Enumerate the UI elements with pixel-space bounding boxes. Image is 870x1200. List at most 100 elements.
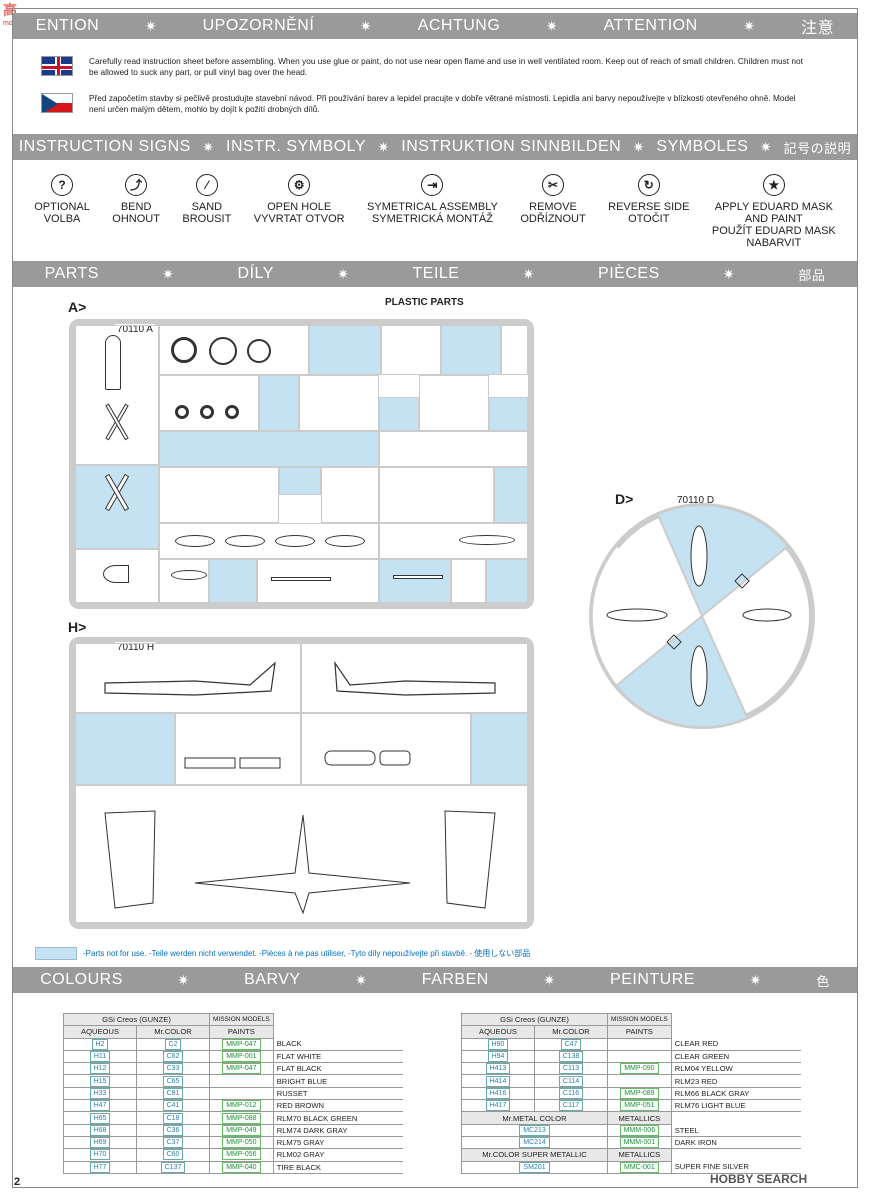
colour-code: C117	[558, 1100, 584, 1112]
signs-band: INSTRUCTION SIGNS✷ INSTR. SYMBOLY✷ INSTR…	[13, 134, 857, 160]
band-title: PIÈCES	[598, 265, 660, 282]
colour-code: MMP-089	[620, 1087, 659, 1099]
band-title: ENTION	[35, 17, 100, 34]
sprue-h-code: 70110 H	[115, 642, 157, 653]
part-shape	[175, 535, 215, 547]
colour-code: MMP-040	[222, 1161, 261, 1173]
colour-code-cell: MC214	[461, 1135, 608, 1150]
band-title: 記号の説明	[783, 140, 852, 156]
sprue-a-code: 70110 A	[115, 324, 155, 335]
colours-band: COLOURS✷ BARVY✷ FARBEN✷ PEINTURE✷ 色	[13, 967, 857, 993]
colour-code-cell: MMP-040	[209, 1160, 274, 1174]
part-shape	[459, 535, 515, 545]
sprue-a-label: A>	[68, 299, 87, 315]
colour-code: MMP-090	[620, 1063, 659, 1075]
sprue-d-code: 70110 D	[677, 495, 715, 506]
colour-name: DARK IRON	[671, 1136, 802, 1150]
attention-band: ENTION✷ UPOZORNĚNÍ✷ ACHTUNG✷ ATTENTION✷ …	[13, 13, 857, 39]
colour-code: H65	[89, 1112, 111, 1124]
part-shape	[175, 405, 189, 419]
colour-code-cell: MMM-006	[607, 1123, 672, 1137]
reverse-icon: ↻	[637, 174, 660, 196]
colour-code-cell: MMP-089	[607, 1086, 672, 1101]
part-shape	[171, 337, 197, 363]
colour-name: SUPER FINE SILVER	[671, 1161, 802, 1174]
colour-code: C138	[558, 1051, 584, 1063]
sprue-h-label: H>	[68, 619, 87, 635]
colour-code-cell: H69	[63, 1135, 137, 1150]
colour-code-cell: MMP-047	[209, 1037, 274, 1051]
colour-code-cell: MMP-056	[209, 1148, 274, 1162]
colour-code: C47	[560, 1038, 582, 1050]
colour-code-cell: H90	[461, 1037, 535, 1051]
colour-code: H416	[485, 1087, 511, 1099]
colour-code-cell: C137	[136, 1160, 210, 1174]
colour-code-cell: C36	[136, 1123, 210, 1137]
colour-code-cell	[607, 1049, 672, 1064]
colour-code: H2	[91, 1038, 109, 1050]
colour-name: FLAT WHITE	[273, 1050, 404, 1064]
colour-code: MMP-049	[222, 1124, 261, 1136]
colour-code: H11	[89, 1051, 111, 1063]
instruction-page: ENTION✷ UPOZORNĚNÍ✷ ACHTUNG✷ ATTENTION✷ …	[12, 8, 858, 1188]
not-for-use-swatch	[35, 947, 77, 960]
colour-name: TIRE BLACK	[273, 1161, 404, 1174]
colour-code: H417	[485, 1100, 511, 1112]
colour-name: CLEAR GREEN	[671, 1050, 802, 1064]
colour-code: C41	[162, 1100, 184, 1112]
colour-code-cell: H417	[461, 1099, 535, 1113]
colour-code: C37	[162, 1137, 184, 1149]
colour-name: BLACK	[273, 1038, 404, 1051]
colour-code-cell: C18	[136, 1111, 210, 1125]
colour-code: MC213	[519, 1124, 550, 1136]
colour-code-cell: C37	[136, 1135, 210, 1150]
colour-code: C81	[162, 1087, 184, 1099]
colour-code-cell: C114	[534, 1074, 608, 1088]
part-shape	[275, 535, 315, 547]
band-title: BARVY	[244, 971, 301, 988]
colour-code-cell: MMP-050	[209, 1135, 274, 1150]
colour-code-cell: MMP-088	[209, 1111, 274, 1125]
colour-code-cell: MMP-049	[209, 1123, 274, 1137]
colour-name: RLM02 GRAY	[273, 1148, 404, 1162]
colour-name: RLM76 LIGHT BLUE	[671, 1099, 802, 1113]
part-shape	[393, 575, 443, 579]
band-title: 部品	[798, 267, 826, 283]
colour-code-cell: MMC-001	[607, 1160, 672, 1174]
colour-code: H47	[89, 1100, 111, 1112]
colour-code: MMM-006	[619, 1124, 660, 1136]
cut-icon: ✂	[542, 174, 564, 196]
colour-name: STEEL	[671, 1124, 802, 1137]
band-title: DÍLY	[237, 265, 274, 282]
warning-en: Carefully read instruction sheet before …	[41, 56, 809, 78]
band-title: INSTRUCTION SIGNS	[18, 138, 191, 155]
band-title: 注意	[801, 20, 835, 37]
colour-code-cell: C62	[136, 1049, 210, 1064]
warning-text-cz: Před započetím stavby si pečlivě prostud…	[89, 93, 796, 114]
colour-code-cell: H70	[63, 1148, 137, 1162]
band-title: INSTRUKTION SINNBILDEN	[401, 138, 622, 155]
band-title: COLOURS	[40, 971, 123, 988]
colour-code-cell: H11	[63, 1049, 137, 1064]
star-icon: ★	[762, 174, 785, 196]
colour-name: RLM75 GRAY	[273, 1136, 404, 1150]
part-shape	[271, 577, 331, 581]
uk-flag-icon	[41, 56, 73, 76]
colour-name: RLM74 DARK GRAY	[273, 1124, 404, 1137]
colour-code-cell	[607, 1037, 672, 1051]
colour-code-cell: MMM-001	[607, 1135, 672, 1150]
colour-code-cell: H65	[63, 1111, 137, 1125]
colour-code-cell: H2	[63, 1037, 137, 1051]
brand-logo: HOBBY SEARCH	[710, 1172, 808, 1186]
colour-code: C137	[160, 1161, 186, 1173]
